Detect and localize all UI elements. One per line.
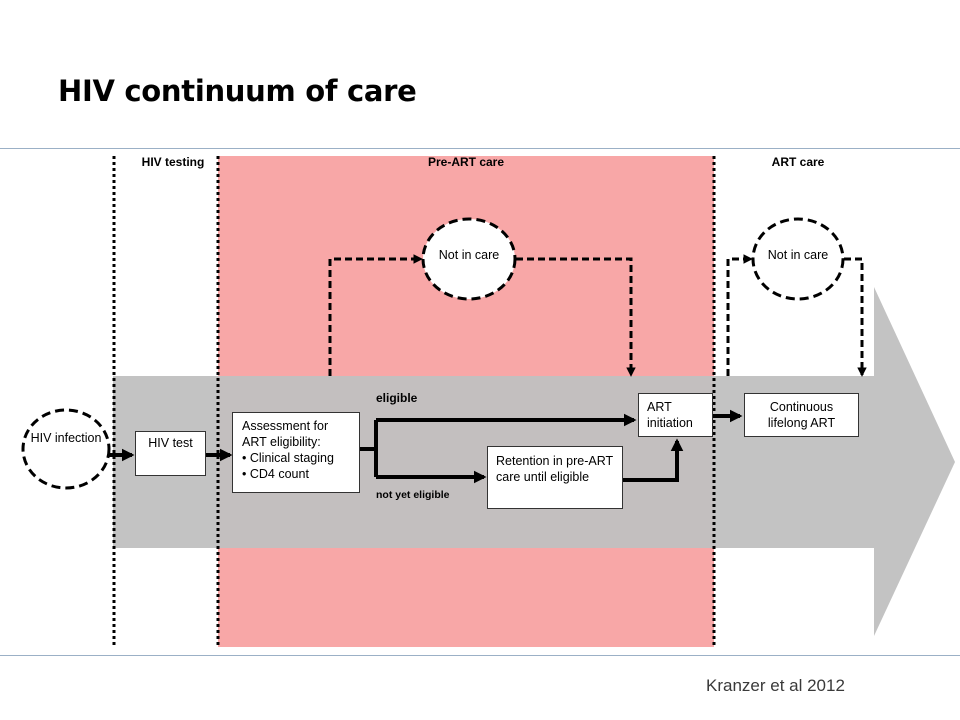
citation: Kranzer et al 2012 <box>706 676 845 695</box>
dashed-arrow-from-not-in-care-pre <box>516 257 636 377</box>
art-initiation-label: ART initiation <box>647 400 693 430</box>
retention-box: Retention in pre-ART care until eligible <box>487 446 623 509</box>
phase-label-art: ART care <box>771 155 825 169</box>
continuous-art-label: Continuous lifelong ART <box>767 400 836 430</box>
retention-label: Retention in pre-ART care until eligible <box>496 454 613 484</box>
not-in-care-pre-circle <box>421 217 517 301</box>
branch-connector <box>360 420 378 477</box>
assessment-list: Clinical staging CD4 count <box>242 450 350 482</box>
not-in-care-art-circle <box>751 217 845 301</box>
not-in-care-art-label: Not in care <box>767 248 829 262</box>
art-initiation-box: ART initiation <box>638 393 713 437</box>
dashed-arrow-from-not-in-care-art <box>844 257 867 377</box>
arrow-retention-to-initiation <box>623 438 684 482</box>
eligible-label: eligible <box>376 391 418 405</box>
dashed-arrow-to-not-in-care-pre <box>328 254 423 376</box>
top-divider <box>0 148 960 149</box>
page-title: HIV continuum of care <box>58 74 417 108</box>
assessment-item-cd4-count: CD4 count <box>242 466 350 482</box>
dashed-arrow-to-not-in-care-art <box>726 254 753 376</box>
hiv-test-box: HIV test <box>135 431 206 476</box>
continuous-art-box: Continuous lifelong ART <box>744 393 859 437</box>
phase-label-hiv-testing: HIV testing <box>141 155 205 169</box>
assessment-box: Assessment for ART eligibility: Clinical… <box>232 412 360 493</box>
assessment-title: Assessment for ART eligibility: <box>242 419 329 449</box>
assessment-item-clinical-staging: Clinical staging <box>242 450 350 466</box>
hiv-test-label: HIV test <box>148 436 193 450</box>
bottom-divider <box>0 655 960 656</box>
not-yet-eligible-label: not yet eligible <box>376 489 450 501</box>
hiv-infection-label: HIV infection <box>30 431 102 445</box>
hiv-infection-circle <box>21 408 111 490</box>
phase-label-pre-art: Pre-ART care <box>427 155 505 169</box>
not-in-care-pre-label: Not in care <box>438 248 500 262</box>
